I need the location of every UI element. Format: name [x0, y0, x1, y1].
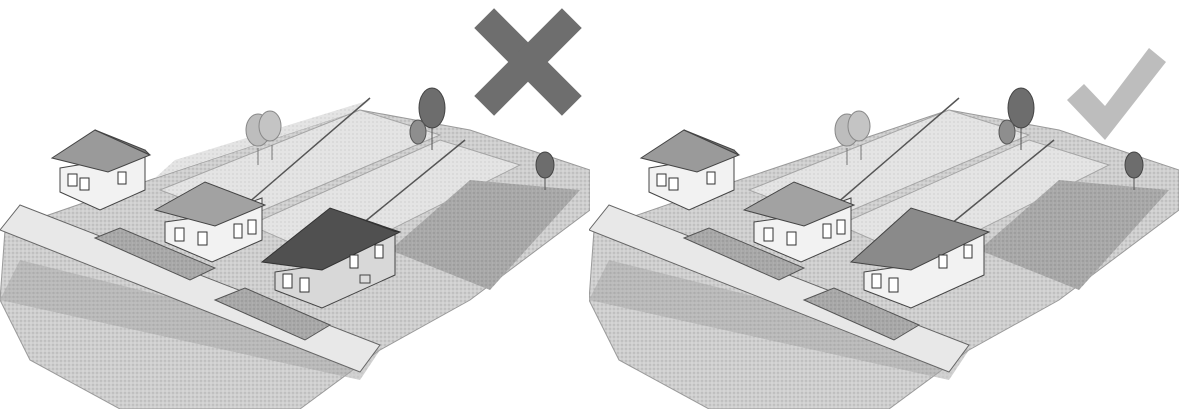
- cross-icon: [474, 8, 581, 115]
- neighborhood-illustration-correct: [589, 0, 1179, 409]
- incorrect-example-panel: [0, 0, 590, 409]
- correct-example-panel: [589, 0, 1179, 409]
- neighborhood-illustration-incorrect: [0, 0, 590, 409]
- checkmark-icon: [1067, 48, 1166, 140]
